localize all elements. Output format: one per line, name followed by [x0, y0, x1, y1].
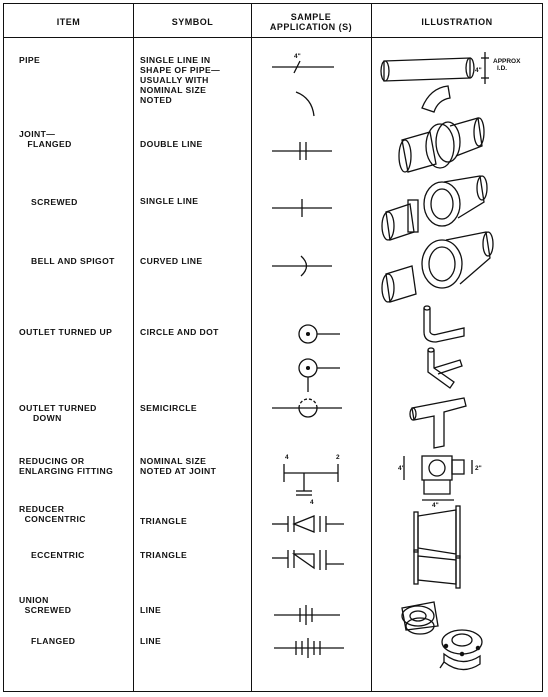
header-item: ITEM — [56, 17, 81, 27]
header-symbol: SYMBOL — [171, 17, 214, 27]
union-screwed-symbol — [274, 605, 340, 625]
symbol-reducing-fitting: NOMINAL SIZE NOTED AT JOINT — [140, 456, 217, 476]
item-joint-flanged: JOINT— FLANGED — [19, 129, 72, 149]
item-outlet-turned-up: OUTLET TURNED UP — [19, 327, 113, 337]
item-eccentric: ECCENTRIC — [31, 550, 85, 560]
symbol-table — [3, 3, 543, 692]
symbol-pipe: SINGLE LINE IN SHAPE OF PIPE— USUALLY WI… — [140, 55, 221, 105]
symbol-outlet-down: SEMICIRCLE — [140, 403, 197, 413]
bell-spigot-symbol — [272, 255, 332, 277]
item-bell-and-spigot: BELL AND SPIGOT — [31, 256, 115, 266]
screwed-joint-symbol — [272, 199, 332, 217]
outlet-down-symbol — [272, 398, 342, 418]
column-divider — [251, 4, 252, 691]
symbol-reducer-concentric: TRIANGLE — [140, 516, 188, 526]
pipe-line-symbol: 4" — [272, 53, 334, 117]
reducing-fitting-symbol: 4 2 4 — [283, 454, 340, 506]
eccentric-reducer-illustration — [413, 549, 461, 589]
reducing-size-right: 2 — [336, 454, 340, 461]
header-sample-application: SAMPLE APPLICATION (S) — [269, 12, 353, 32]
item-pipe: PIPE — [19, 55, 41, 65]
reducing-fitting-illustration: 4" 2" 4" — [398, 455, 482, 509]
outlet-up-illustration — [423, 305, 465, 389]
sample-application-symbols: 4" 4 2 4 — [272, 53, 344, 658]
symbol-union-screwed: LINE — [140, 605, 162, 615]
symbol-union-flanged: LINE — [140, 636, 162, 646]
header-divider — [4, 37, 542, 38]
bell-spigot-illustration — [381, 231, 494, 303]
concentric-reducer-illustration — [413, 505, 461, 559]
reducing-size-left: 4 — [285, 454, 289, 461]
fitting-dim-bottom: 4" — [432, 502, 439, 509]
header-illustration: ILLUSTRATION — [421, 17, 493, 27]
item-reducer-concentric: REDUCER CONCENTRIC — [19, 504, 86, 524]
fitting-dim-left: 4" — [398, 465, 405, 472]
pipe-id-size: 4" — [475, 67, 482, 74]
union-flanged-illustration — [439, 629, 483, 671]
fitting-dim-right: 2" — [475, 465, 482, 472]
symbol-outlet-up: CIRCLE AND DOT — [140, 327, 219, 337]
screwed-joint-illustration — [381, 175, 488, 241]
column-divider — [371, 4, 372, 691]
symbol-joint-flanged: DOUBLE LINE — [140, 139, 203, 149]
symbol-eccentric: TRIANGLE — [140, 550, 188, 560]
symbol-screwed: SINGLE LINE — [140, 196, 199, 206]
reducing-size-bottom: 4 — [310, 499, 314, 506]
union-screwed-illustration — [401, 601, 439, 635]
outlet-up-symbol — [298, 324, 340, 392]
item-outlet-turned-down: OUTLET TURNED DOWN — [19, 403, 97, 423]
flanged-joint-illustration — [398, 117, 485, 173]
union-flanged-symbol — [274, 638, 344, 658]
item-reducing-fitting: REDUCING OR ENLARGING FITTING — [19, 456, 114, 476]
outlet-down-illustration — [409, 397, 467, 449]
flanged-joint-symbol — [272, 142, 332, 160]
concentric-reducer-symbol — [272, 515, 344, 533]
pipe-size-note: 4" — [294, 53, 301, 60]
column-divider — [133, 4, 134, 691]
item-union-screwed: UNION SCREWED — [19, 595, 72, 615]
symbol-bell-and-spigot: CURVED LINE — [140, 256, 203, 266]
eccentric-reducer-symbol — [272, 550, 344, 570]
item-union-flanged: FLANGED — [31, 636, 76, 646]
item-screwed: SCREWED — [31, 197, 78, 207]
